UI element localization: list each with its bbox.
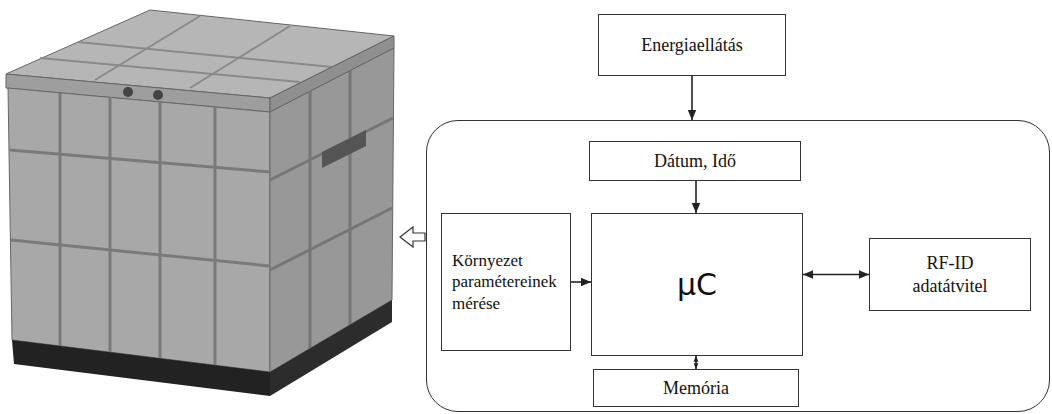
crate-rib [349, 70, 352, 325]
crate-rib [270, 118, 393, 180]
lid-ridge [40, 58, 300, 82]
rfid-box: RF-ID adatátvitel [869, 238, 1031, 311]
crate-rib [59, 93, 62, 346]
crate-front [8, 88, 270, 372]
arrow-head [859, 270, 869, 278]
hollow-pointer-arrow [400, 227, 425, 247]
arrow-head [688, 110, 696, 120]
arrow-head [803, 270, 813, 278]
arrow-head [581, 278, 591, 286]
box-label: Energiaellátás [641, 34, 743, 57]
crate-rib [270, 208, 392, 270]
crate-rib [309, 91, 312, 349]
crate-rib [159, 102, 162, 358]
crate-rib [214, 107, 217, 365]
box-label: Memória [663, 377, 729, 400]
crate-base [12, 340, 270, 396]
crate-illustration [0, 0, 430, 414]
lid-latch [153, 90, 163, 100]
lid-ridge [78, 42, 332, 67]
sensor-box: Környezet paramétereinek mérése [441, 213, 571, 351]
power-box: Energiaellátás [598, 14, 786, 76]
arrow-head [692, 203, 700, 213]
device-housing: Dátum, IdőKörnyezet paramétereinek mérés… [426, 120, 1050, 412]
lid-latch [123, 87, 133, 97]
crate-rib [11, 240, 270, 266]
box-label: Dátum, Idő [654, 150, 736, 173]
crate-rib [109, 97, 112, 352]
crate-rib [10, 150, 270, 172]
crate-handle [322, 130, 366, 168]
crate-base [270, 300, 392, 396]
microcontroller-box: μC [591, 213, 803, 356]
box-label: RF-ID adatátvitel [900, 252, 1000, 297]
memory-box: Memória [593, 369, 799, 407]
arrow-head [694, 356, 699, 362]
lid-ridge [190, 26, 290, 88]
clock-box: Dátum, Idő [589, 141, 801, 181]
lid-ridge [95, 16, 200, 80]
box-label: μC [677, 266, 717, 304]
box-label: Környezet paramétereinek mérése [452, 250, 559, 314]
